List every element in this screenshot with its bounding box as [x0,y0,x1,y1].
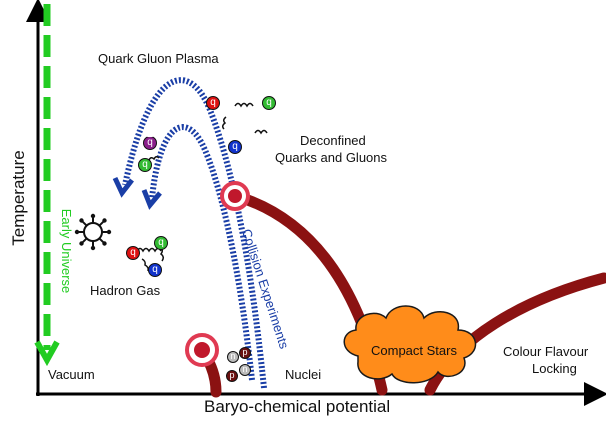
quark-blue-top: q [228,140,242,154]
x-axis-label: Baryo-chemical potential [204,397,391,416]
early-universe-label: Early Universe [59,208,74,294]
compact-stars-label: Compact Stars [371,343,457,358]
quark-blue-hadron: q [148,263,162,277]
nuclei-label: Nuclei [285,367,322,382]
quark-green-hadron: q [154,236,168,250]
hadron-icon [74,213,112,251]
qgp-label: Quark Gluon Plasma [98,51,219,66]
quark-red-top: q [206,96,220,110]
deconfined-label-line2: Quarks and Gluons [275,150,388,165]
critical-point-lower-core [194,342,210,358]
collision-arrowhead-outer [112,176,134,198]
quark-green-meson: q [138,158,152,172]
critical-point-upper-core [228,189,242,203]
quark-red-hadron: q [126,246,140,260]
quark-purple-meson: q [143,136,157,150]
deconfined-label-line1: Deconfined [300,133,366,148]
early-universe-arrowhead [34,340,60,367]
hadron-gas-label: Hadron Gas [90,283,161,298]
y-axis-label: Temperature [9,150,28,246]
quark-green-top: q [262,96,276,110]
nucleon-1: n [227,351,239,363]
collision-arrowhead-inner [141,189,162,210]
cfl-label-line2: Locking [532,361,577,376]
nucleon-4: n [239,364,251,376]
nucleon-2: p [239,347,251,359]
cfl-label-line1: Colour Flavour [503,344,589,359]
nucleon-3: p [226,370,238,382]
compact-stars-cloud [343,305,477,384]
vacuum-label: Vacuum [48,367,95,382]
